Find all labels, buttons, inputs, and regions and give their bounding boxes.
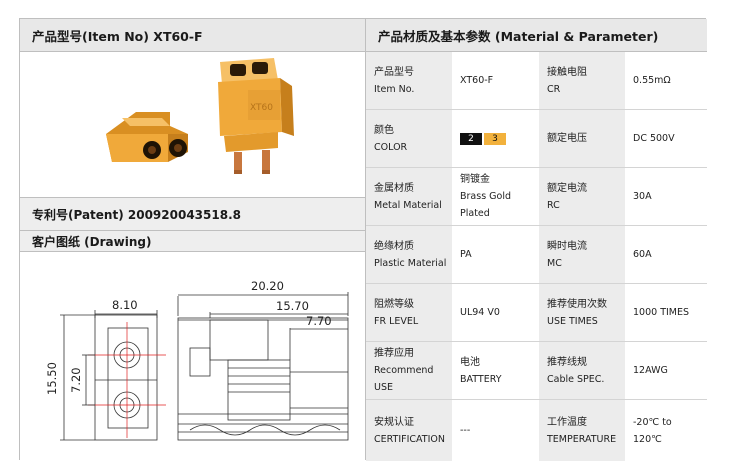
param-label-zh: 额定电压 — [547, 133, 587, 144]
param-label-en: Recommend USE — [374, 365, 434, 393]
param-label-zh: 金属材质 — [374, 182, 414, 194]
param-row-color: 颜色 COLOR 2 3 额定电压 DC 500V — [366, 110, 707, 168]
dimension-7-70: 7.70 — [306, 314, 332, 328]
param-label-en: RC — [547, 199, 560, 211]
side-view — [177, 317, 349, 441]
param-value: -20℃ to 120℃ — [633, 416, 672, 445]
param-label-zh: 瞬时电流 — [547, 240, 587, 252]
param-value: 60A — [633, 249, 652, 260]
param-value-zh: 铜镀金 — [460, 174, 490, 185]
product-photo: XT60 — [20, 52, 365, 198]
color-chip-yellow: 3 — [484, 132, 506, 145]
param-label-zh: 阻燃等级 — [374, 298, 414, 310]
param-value-en: BATTERY — [460, 373, 502, 385]
param-value: 0.55mΩ — [633, 75, 671, 86]
param-value: DC 500V — [633, 133, 675, 144]
param-label-en: CR — [547, 83, 561, 95]
param-label-zh: 绝缘材质 — [374, 240, 414, 252]
param-label-en: Cable SPEC. — [547, 373, 605, 385]
param-value: 30A — [633, 191, 652, 202]
param-row-item-no: 产品型号 Item No. XT60-F 接触电阻 CR 0.55mΩ — [366, 52, 707, 110]
param-label-zh: 产品型号 — [374, 66, 414, 78]
parameter-table: 产品型号 Item No. XT60-F 接触电阻 CR 0.55mΩ 颜色 COLO… — [366, 52, 707, 461]
color-chip-black: 2 — [460, 132, 482, 145]
param-value: PA — [460, 249, 472, 260]
param-value-zh: 电池 — [460, 356, 480, 368]
svg-text:XT60: XT60 — [250, 103, 273, 113]
param-label-zh: 推荐线规 — [547, 356, 587, 368]
param-value: 1000 TIMES — [633, 307, 690, 318]
dimension-7-20: 7.20 — [69, 367, 83, 393]
param-value: UL94 V0 — [460, 307, 500, 318]
param-value: 12AWG — [633, 365, 668, 376]
param-label-en: TEMPERATURE — [547, 433, 617, 445]
param-label-en: Plastic Material — [374, 257, 447, 269]
param-label-zh: 推荐应用 — [374, 348, 414, 359]
param-label-en: MC — [547, 257, 562, 269]
param-label-en: COLOR — [374, 141, 408, 153]
technical-drawing: 20.20 15.70 7.70 8.10 15.50 7.20 — [20, 252, 365, 461]
front-view — [94, 314, 158, 441]
connector-photo-illustration: XT60 — [106, 58, 294, 174]
connector-flat-image — [106, 112, 188, 162]
patent-number: 专利号(Patent) 200920043518.8 — [20, 198, 365, 231]
param-label-en: FR LEVEL — [374, 315, 419, 327]
param-value: XT60-F — [460, 75, 494, 86]
param-value: --- — [460, 425, 471, 436]
color-chips: 2 3 — [460, 132, 535, 145]
param-label-en: Item No. — [374, 83, 415, 95]
param-row-certification: 安规认证 CERTIFICATION --- 工作温度 TEMPERATURE -2… — [366, 400, 707, 461]
param-label-en: USE TIMES — [547, 315, 598, 327]
column-divider — [365, 19, 366, 459]
item-no-header: 产品型号(Item No) XT60-F — [20, 19, 365, 52]
spec-sheet: 产品型号(Item No) XT60-F 产品材质及基本参数 (Material… — [19, 18, 707, 461]
dimension-15-50: 15.50 — [45, 362, 59, 395]
dimension-20-20: 20.20 — [251, 279, 284, 293]
param-label-zh: 工作温度 — [547, 416, 587, 428]
drawing-svg: 20.20 15.70 7.70 8.10 15.50 7.20 — [45, 279, 349, 441]
param-row-recommend-use: 推荐应用 Recommend USE 电池 BATTERY 推荐线规 Cable SP… — [366, 342, 707, 400]
param-row-plastic: 绝缘材质 Plastic Material PA 瞬时电流 MC 60A — [366, 226, 707, 284]
param-label-zh: 接触电阻 — [547, 66, 587, 78]
param-label-zh: 颜色 — [374, 124, 394, 136]
material-parameter-header: 产品材质及基本参数 (Material & Parameter) — [366, 19, 707, 52]
param-value-en: Brass Gold Plated — [460, 191, 512, 219]
connector-upright-image: XT60 — [218, 58, 294, 174]
param-row-fr-level: 阻燃等级 FR LEVEL UL94 V0 推荐使用次数 USE TIMES 100… — [366, 284, 707, 342]
param-label-zh: 安规认证 — [374, 416, 414, 428]
dimension-15-70: 15.70 — [276, 299, 309, 313]
param-label-en: Metal Material — [374, 199, 442, 211]
param-label-zh: 推荐使用次数 — [547, 298, 607, 310]
side-view-dimensions — [177, 292, 349, 360]
dimension-8-10: 8.10 — [112, 298, 138, 312]
front-view-dimensions — [60, 310, 158, 441]
param-label-en: CERTIFICATION — [374, 433, 445, 445]
param-label-zh: 额定电流 — [547, 182, 587, 194]
center-lines — [88, 322, 166, 438]
drawing-title: 客户图纸 (Drawing) — [20, 231, 365, 252]
